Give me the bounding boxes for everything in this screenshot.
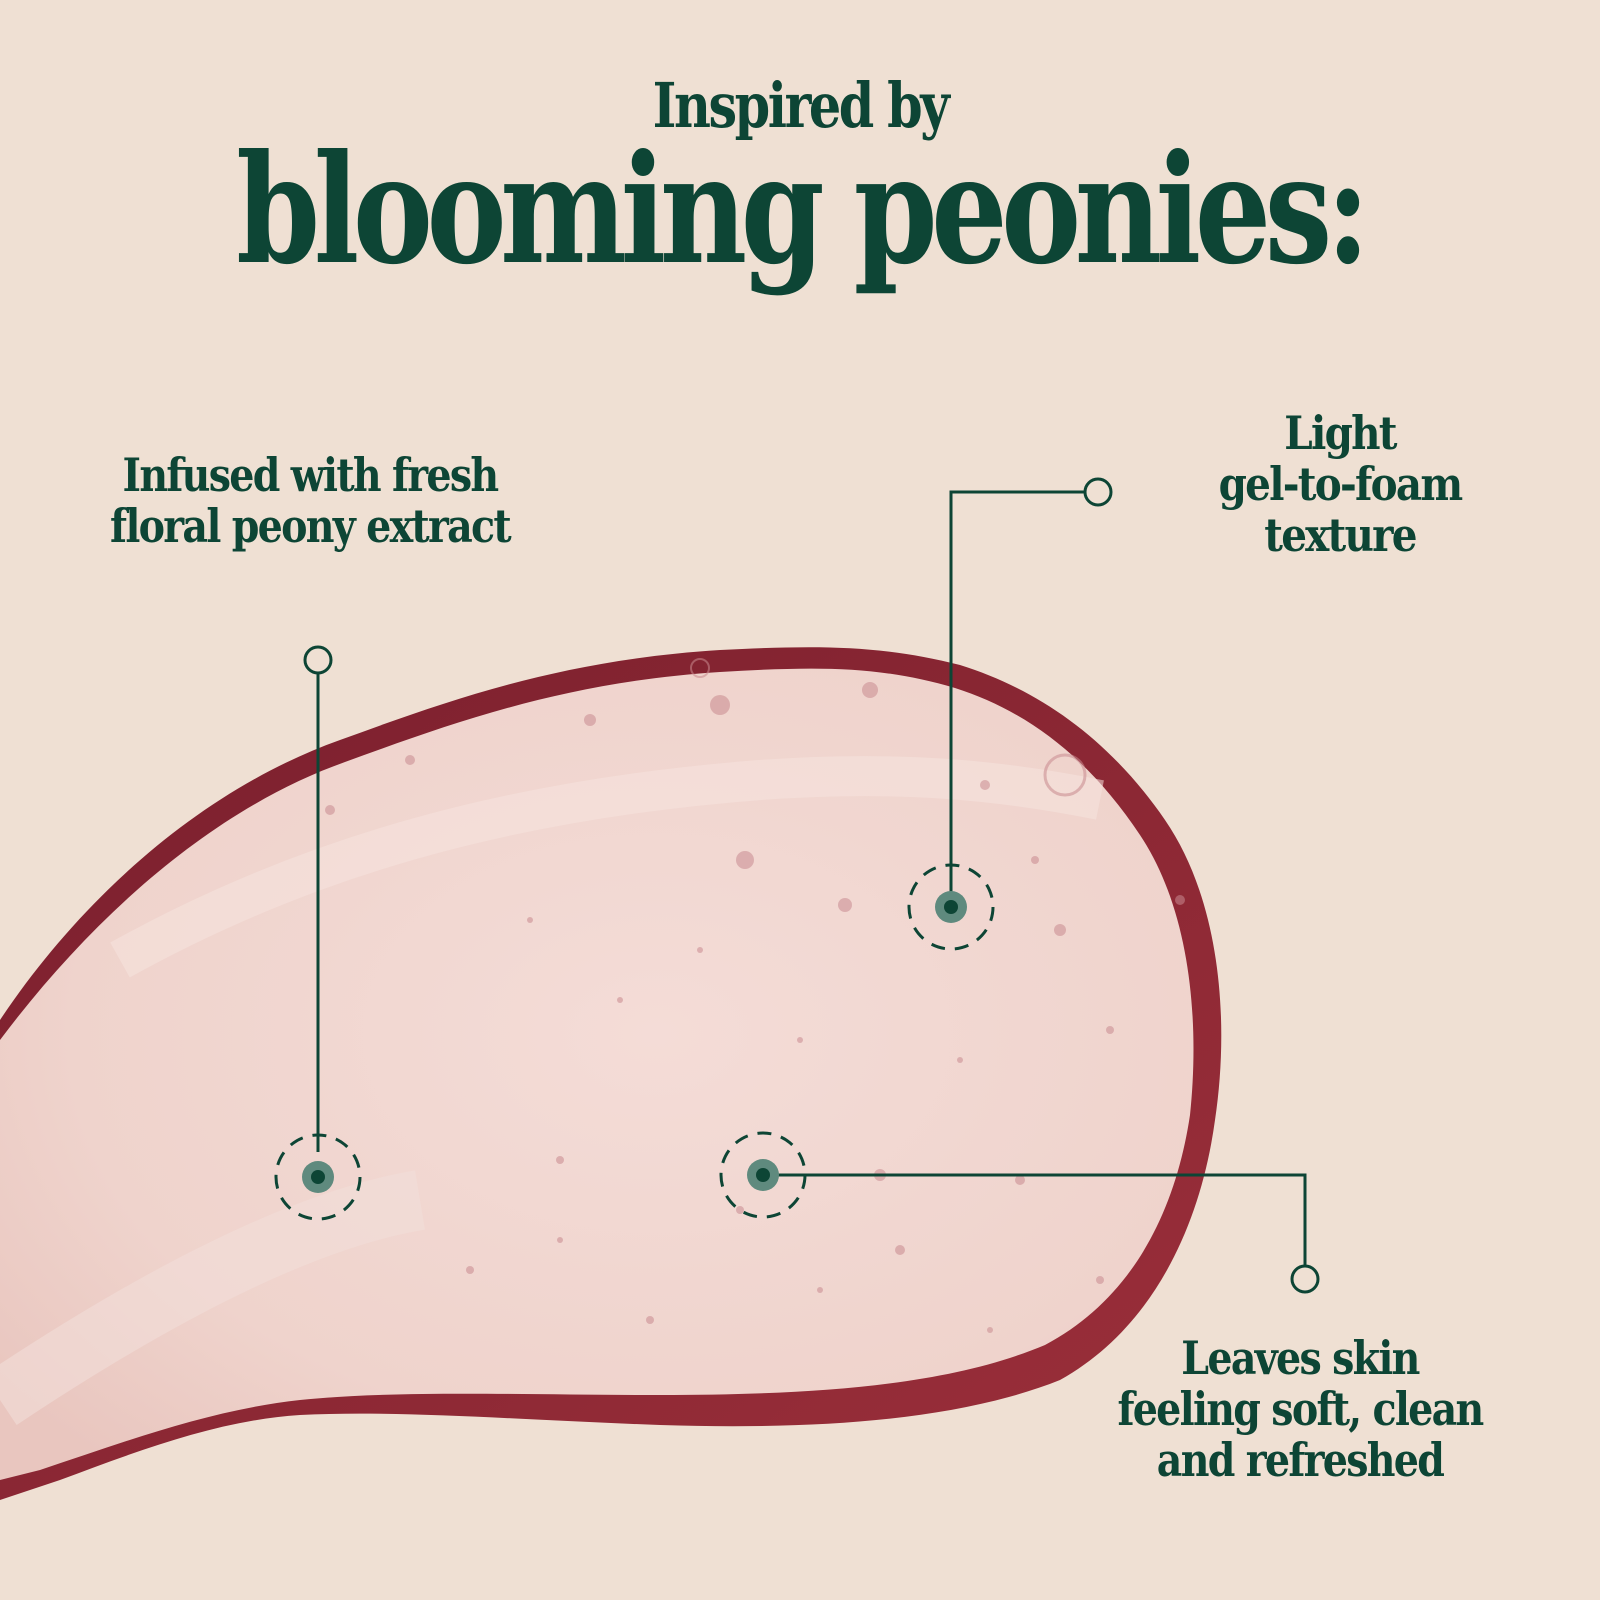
anchor-ring-icon (1083, 477, 1113, 507)
caption-line: gel-to-foam (1218, 457, 1464, 511)
headline-title: blooming peonies: (236, 122, 1370, 298)
headline-kicker: Inspired by (652, 69, 950, 142)
caption-peony-extract: Infused with fresh floral peony extract (95, 450, 525, 552)
caption-line: feeling soft, clean (1117, 1382, 1484, 1436)
connector-soft-clean (763, 1173, 1307, 1266)
anchor-ring-icon (303, 645, 333, 675)
caption-soft-clean: Leaves skin feeling soft, clean and refr… (1094, 1333, 1507, 1486)
caption-line: texture (1264, 508, 1417, 562)
caption-line: floral peony extract (110, 499, 512, 553)
marker-peony-extract (274, 1133, 362, 1221)
caption-line: and refreshed (1156, 1433, 1445, 1487)
headline: Inspired by blooming peonies: (0, 69, 1600, 298)
marker-gel-to-foam (907, 863, 995, 951)
caption-gel-to-foam: Light gel-to-foam texture (1164, 408, 1516, 561)
gel-bubbles (325, 658, 1185, 1333)
caption-line: Infused with fresh (122, 448, 500, 502)
anchor-rings (303, 477, 1320, 1294)
caption-line: Leaves skin (1181, 1331, 1420, 1385)
marker-soft-clean (719, 1131, 807, 1219)
connector-lines (316, 490, 1307, 1266)
connector-gel-to-foam (949, 490, 1085, 907)
anchor-ring-icon (1290, 1264, 1320, 1294)
caption-line: Light (1284, 406, 1397, 460)
